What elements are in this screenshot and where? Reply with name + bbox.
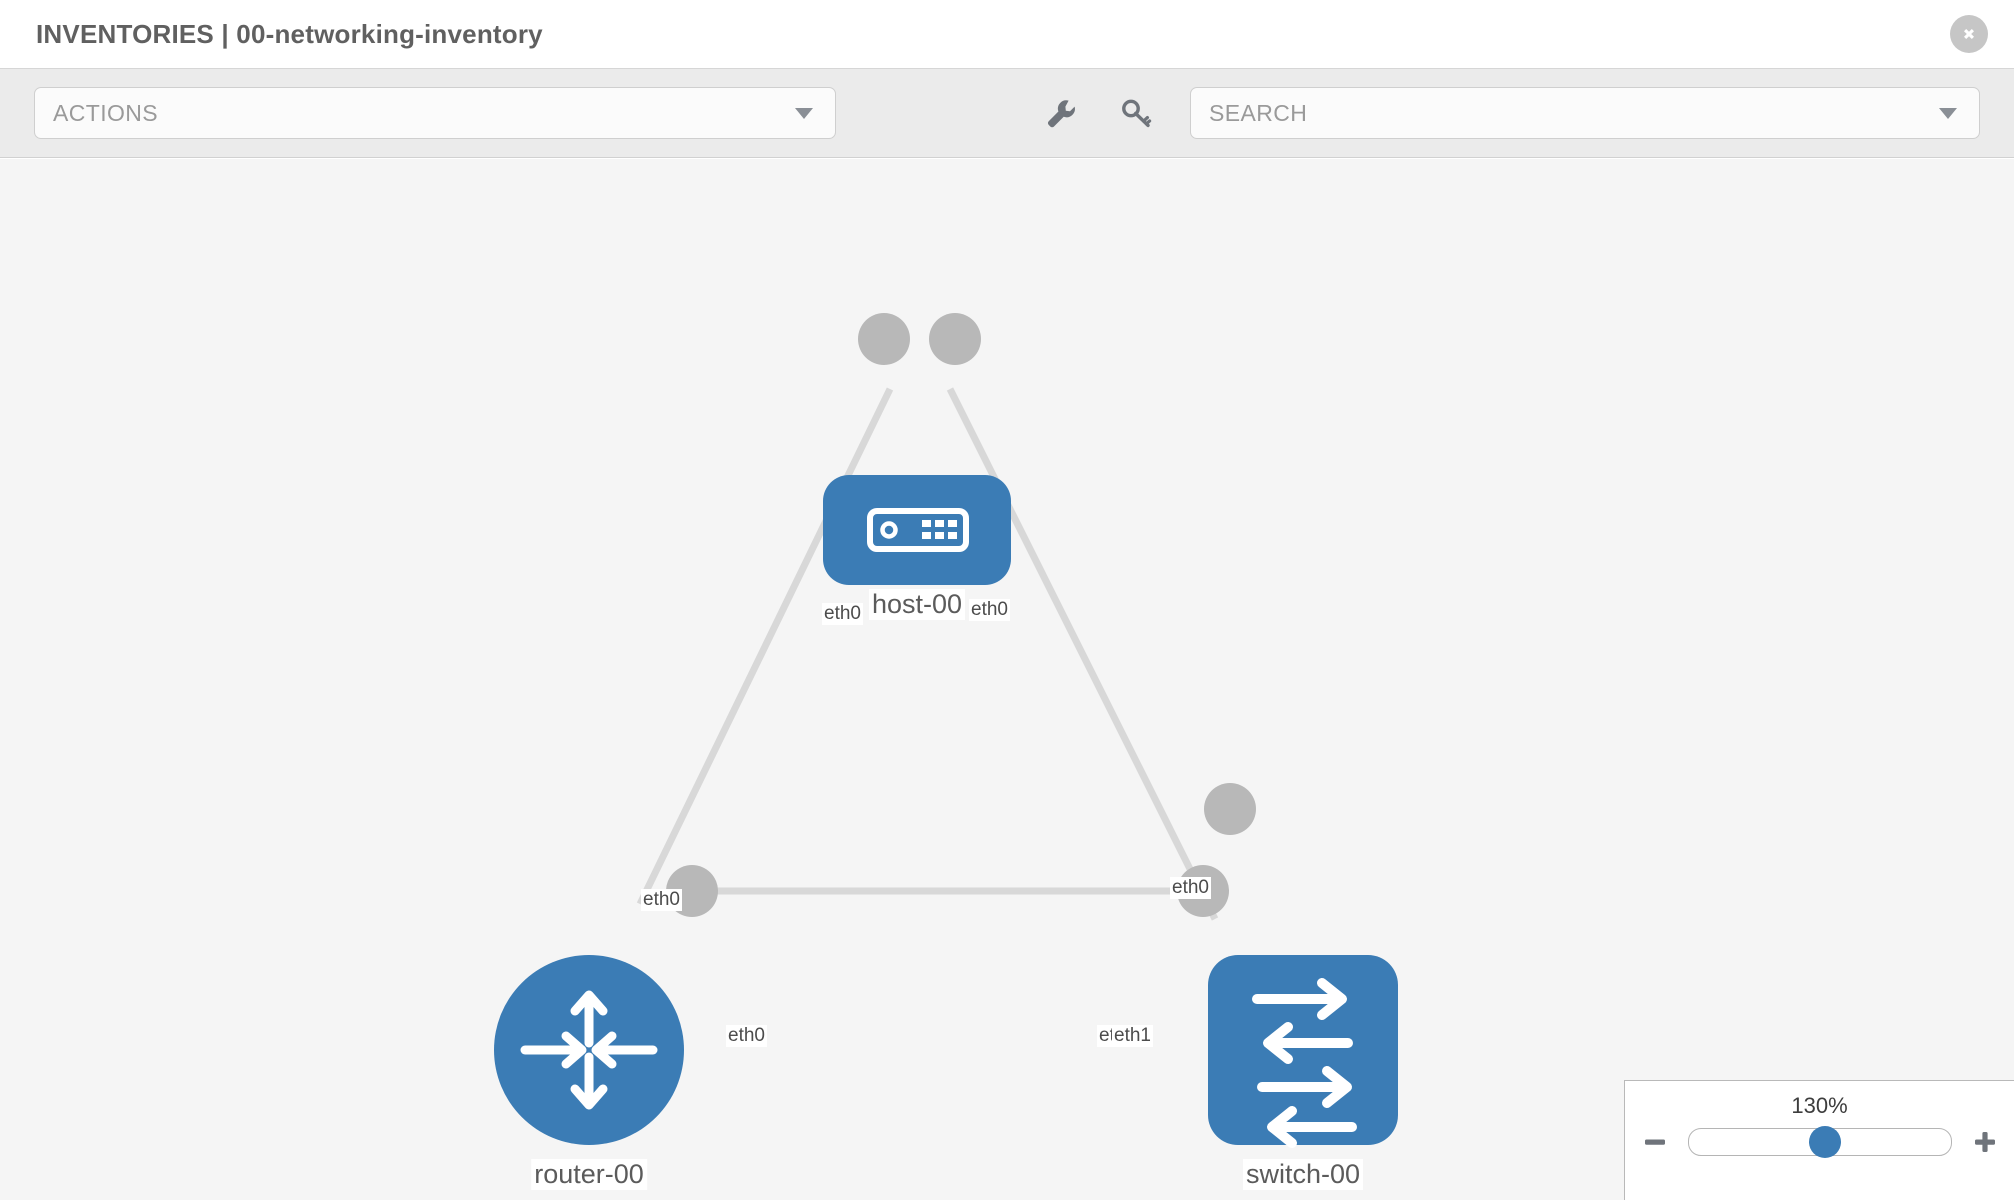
actions-dropdown-label: ACTIONS	[53, 99, 159, 126]
search-input-label: SEARCH	[1209, 99, 1308, 126]
zoom-in-button[interactable]	[1970, 1127, 2000, 1157]
link-host00-switch00[interactable]	[946, 387, 1219, 921]
toolbar-icon-group	[1040, 93, 1156, 133]
zoom-level-value: 130%	[1791, 1093, 1848, 1118]
router-arrows-icon	[520, 990, 658, 1110]
topology-links	[636, 387, 1219, 921]
node-label-switch-00: switch-00	[1242, 1159, 1364, 1190]
topology-canvas[interactable]: host-00 router-00 switch-00 eth0 eth0 et…	[0, 159, 2014, 1200]
switch-arrows-icon	[1252, 978, 1357, 1148]
node-label-host-00: host-00	[868, 589, 966, 620]
close-button[interactable]	[1950, 15, 1988, 53]
page-title: INVENTORIES | 00-networking-inventory	[36, 18, 543, 49]
key-icon	[1122, 99, 1152, 128]
minus-icon	[1644, 1139, 1665, 1145]
zoom-slider-track[interactable]	[1687, 1126, 1952, 1158]
wrench-icon	[1047, 100, 1075, 128]
node-switch-00[interactable]	[1208, 955, 1398, 1148]
actions-dropdown[interactable]: ACTIONS	[34, 87, 836, 139]
link-host00-router00[interactable]	[636, 387, 894, 906]
zoom-out-button[interactable]	[1640, 1127, 1670, 1157]
key-icon-button[interactable]	[1116, 93, 1156, 133]
node-label-router-00: router-00	[531, 1159, 647, 1190]
topology-graph	[494, 313, 1398, 1148]
zoom-slider-row	[1625, 1126, 2014, 1158]
wrench-icon-button[interactable]	[1040, 93, 1080, 133]
iface-label-router00-eth0-trunk: eth0	[726, 1025, 767, 1047]
iface-label-host00-eth0-left: eth0	[822, 603, 863, 625]
zoom-control-panel: 130%	[1624, 1080, 2014, 1200]
toolbar: ACTIONS SEARCH	[0, 68, 2014, 158]
node-host-00[interactable]	[823, 475, 1011, 585]
topology-connectors	[666, 313, 1256, 917]
search-dropdown[interactable]: SEARCH	[1190, 87, 1980, 139]
server-icon	[867, 508, 969, 552]
connector-switch00-topleft	[1204, 783, 1256, 835]
iface-label-switch00-eth0-uplink: eth0	[1170, 877, 1211, 899]
iface-label-router00-eth0-uplink: eth0	[641, 889, 682, 911]
connector-host00-right	[929, 313, 981, 365]
zoom-slider-thumb[interactable]	[1808, 1126, 1841, 1158]
node-router-00[interactable]	[494, 955, 684, 1145]
page-header: INVENTORIES | 00-networking-inventory	[0, 0, 2014, 68]
chevron-down-icon	[795, 107, 813, 119]
chevron-down-icon	[1939, 107, 1957, 119]
plus-icon	[1974, 1132, 1995, 1152]
close-icon	[1964, 29, 1974, 39]
connector-host00-left	[858, 313, 910, 365]
iface-label-switch00-eth1-trunk: eth1	[1112, 1025, 1153, 1047]
iface-label-host00-eth0-right: eth0	[969, 599, 1010, 621]
